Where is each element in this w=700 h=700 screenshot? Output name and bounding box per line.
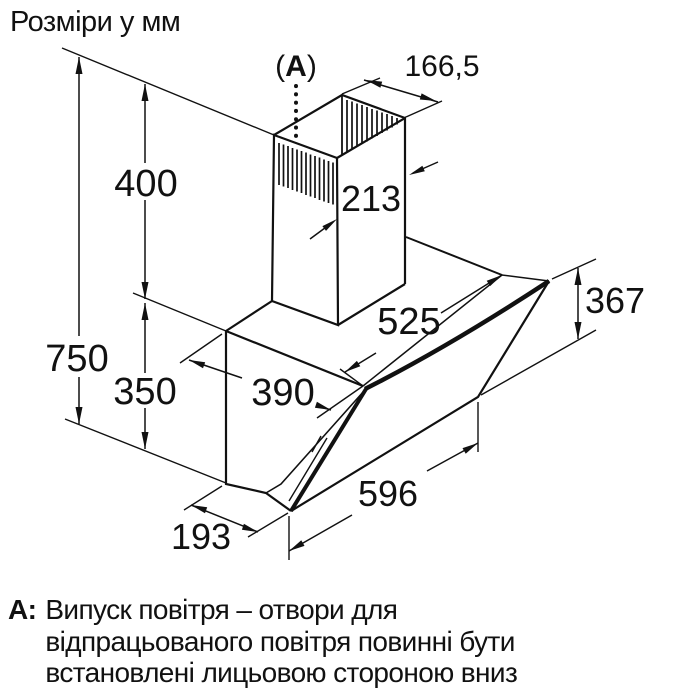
dim-total-height: 750: [45, 338, 108, 380]
hood-body-outline: [224, 236, 550, 512]
footnote-line-3: встановлені лицьовою стороною вниз: [45, 657, 518, 689]
vent-slots-left-face: [278, 143, 334, 205]
callout-a-label: (A): [275, 50, 317, 83]
dim-chimney-depth: 166,5: [404, 50, 479, 83]
extension-lines: [61, 47, 597, 560]
dim-body-height: 350: [113, 371, 176, 413]
footnote-line-1: Випуск повітря – отвори для: [45, 594, 398, 625]
glass-panel: [289, 279, 551, 513]
dim-glass-top-width: 525: [377, 301, 440, 343]
chimney-outline: [270, 93, 407, 327]
footnote: A: Випуск повітря – отвори для відпрацьо…: [8, 594, 518, 689]
footnote-marker: A:: [8, 594, 37, 625]
page-title: Розміри у мм: [10, 6, 181, 38]
footnote-line-2: відпрацьованого повітря повинні бути: [45, 625, 515, 657]
footnote-text: Випуск повітря – отвори для відпрацьован…: [45, 594, 517, 689]
dimension-arrowheads: [75, 57, 582, 551]
dim-bottom-width: 596: [358, 473, 418, 514]
dim-top-depth: 390: [251, 372, 314, 414]
hood-dimension-diagram: (A) 750 400 350 166,5 213 525 367 390 59…: [45, 47, 645, 560]
vent-slots-top-face: [346, 100, 398, 153]
dim-glass-height: 367: [585, 280, 645, 321]
dim-bottom-depth: 193: [171, 516, 231, 557]
dim-chimney-height: 400: [114, 163, 177, 205]
dim-chimney-width: 213: [341, 178, 401, 219]
dimension-lines: [78, 57, 579, 552]
